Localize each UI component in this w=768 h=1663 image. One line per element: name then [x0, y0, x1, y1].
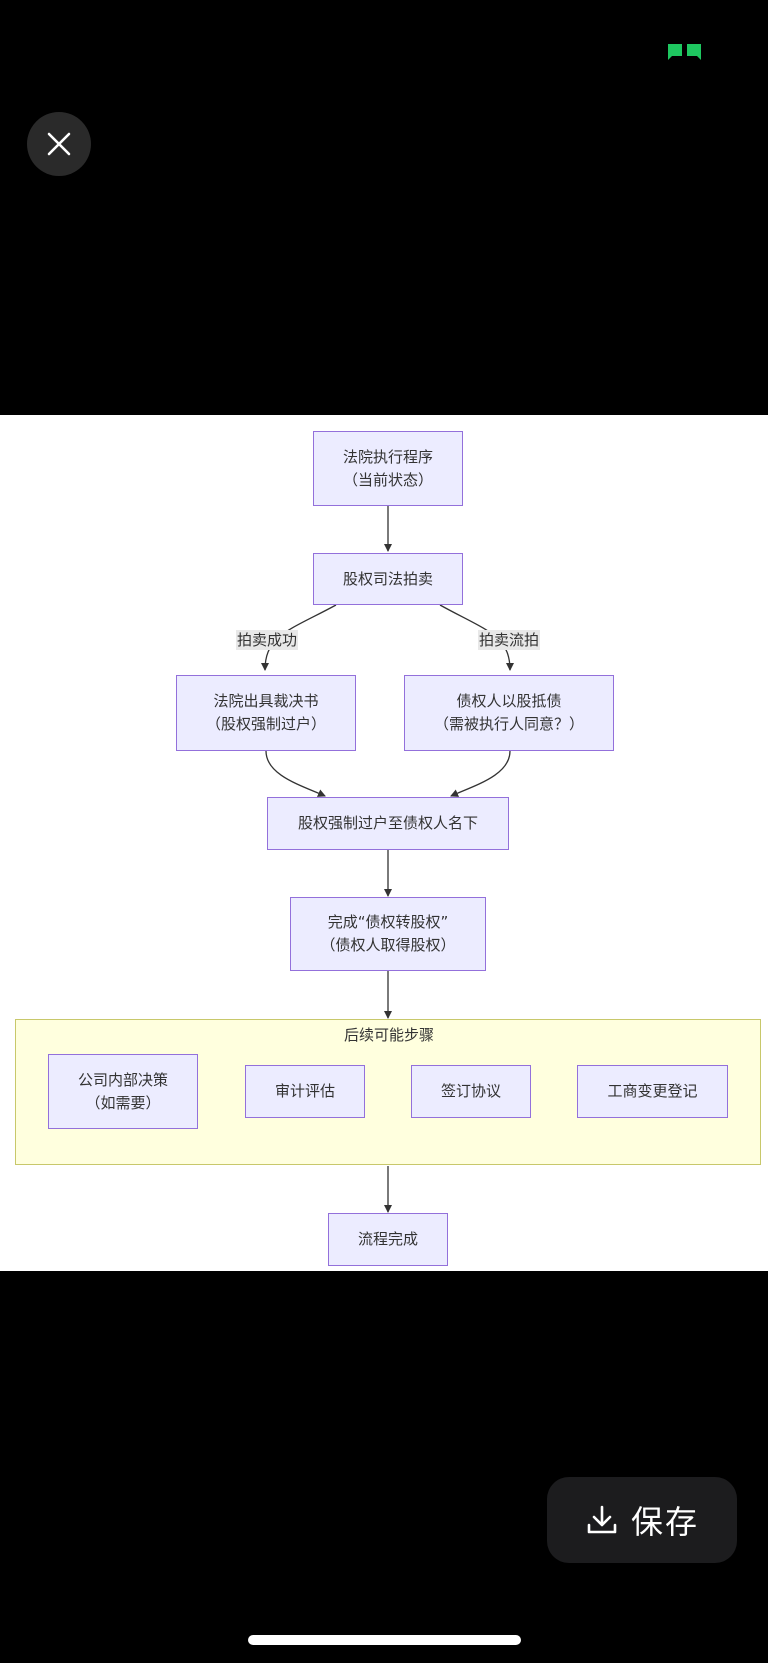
edge-label-failed: 拍卖流拍 [478, 630, 541, 650]
edge-label-success: 拍卖成功 [236, 630, 299, 650]
node-transfer-line1: 股权强制过户至债权人名下 [297, 814, 478, 832]
node-complete-line1: 完成“债权转股权” [327, 913, 449, 931]
node-ruling-line2: （股权强制过户） [205, 715, 326, 733]
save-label: 保存 [630, 1503, 699, 1541]
node-done-line1: 流程完成 [357, 1230, 418, 1248]
node-court-line1: 法院执行程序 [342, 447, 433, 466]
node-registration-line1: 工商变更登记 [607, 1082, 698, 1100]
node-auction-line1: 股权司法拍卖 [342, 569, 433, 588]
node-audit: 审计评估 [245, 1065, 365, 1118]
close-icon [47, 132, 71, 156]
home-indicator[interactable] [248, 1635, 521, 1645]
node-court-execution: 法院执行程序 （当前状态） [313, 431, 463, 506]
edge-offset-transfer [450, 750, 511, 797]
save-button[interactable]: 保存 [547, 1477, 737, 1563]
node-internal-decision: 公司内部决策 （如需要） [48, 1054, 198, 1129]
node-process-done: 流程完成 [328, 1213, 448, 1266]
node-audit-line1: 审计评估 [274, 1082, 335, 1100]
node-agreement: 签订协议 [411, 1065, 531, 1118]
chat-bubbles-icon[interactable] [665, 41, 704, 61]
node-decision-line2: （如需要） [85, 1093, 161, 1112]
edge-ruling-transfer [265, 750, 326, 797]
flowchart-image[interactable]: 后续可能步骤 拍卖成功 拍卖流拍 法院执行程序 （当前状态） 股权司法拍卖 法院… [0, 415, 768, 1271]
close-button[interactable] [27, 112, 91, 176]
download-icon [587, 1505, 617, 1534]
node-debt-to-equity: 完成“债权转股权” （债权人取得股权） [290, 897, 486, 971]
subgraph-title: 后续可能步骤 [343, 1026, 434, 1044]
node-court-ruling: 法院出具裁决书 （股权强制过户） [176, 675, 356, 751]
node-complete-line2: （债权人取得股权） [320, 936, 456, 954]
node-court-line2: （当前状态） [342, 470, 433, 489]
node-agreement-line1: 签订协议 [440, 1082, 501, 1100]
node-offset-line1: 债权人以股抵债 [456, 692, 562, 710]
node-registration: 工商变更登记 [577, 1065, 728, 1118]
node-offset-line2: （需被执行人同意？） [433, 715, 584, 733]
node-judicial-auction: 股权司法拍卖 [313, 553, 463, 605]
node-forced-transfer: 股权强制过户至债权人名下 [267, 797, 509, 850]
node-decision-line1: 公司内部决策 [77, 1070, 168, 1089]
node-debt-offset: 债权人以股抵债 （需被执行人同意？） [404, 675, 614, 751]
node-ruling-line1: 法院出具裁决书 [213, 692, 319, 710]
